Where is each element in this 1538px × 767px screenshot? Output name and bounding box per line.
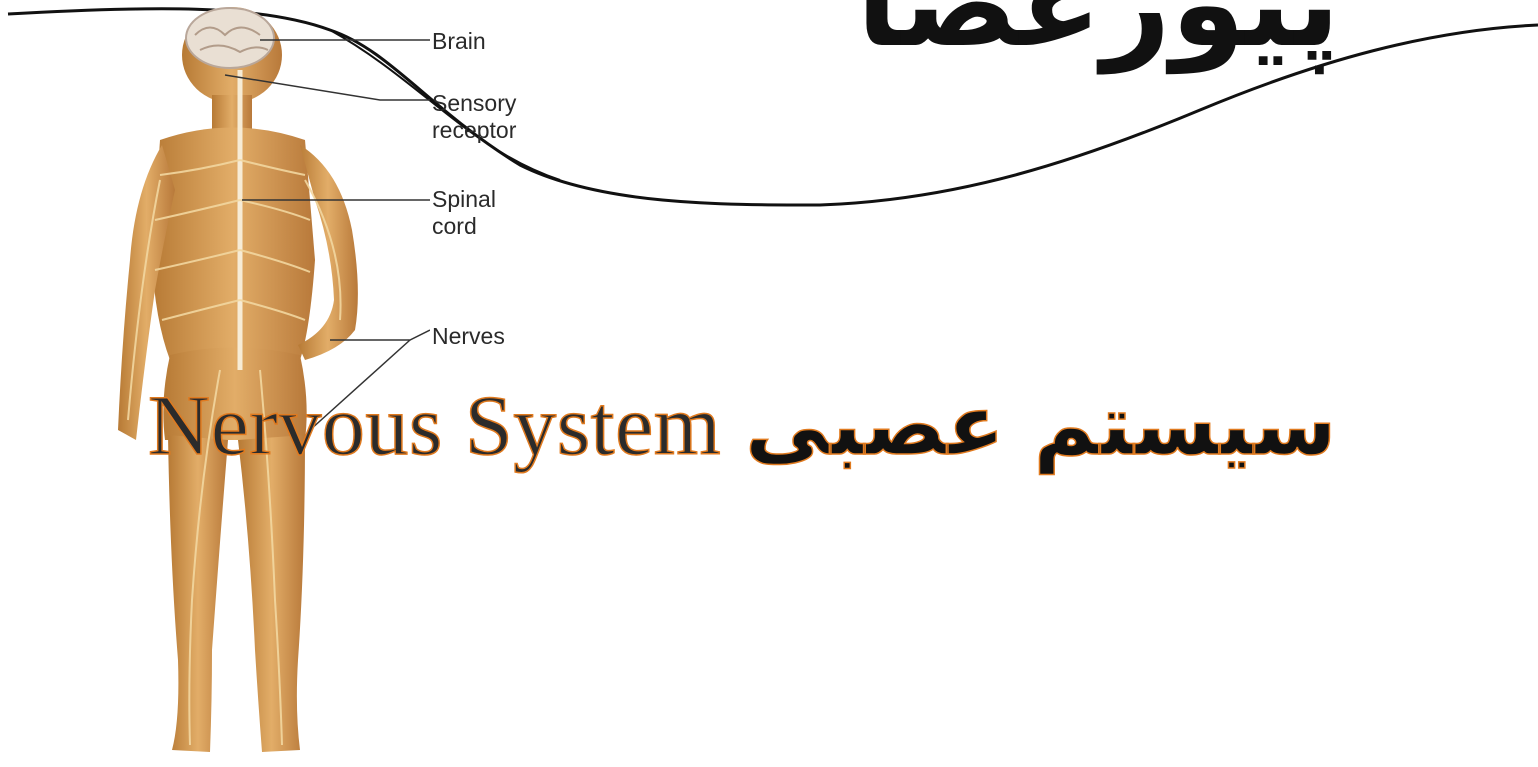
label-sensory-receptor: Sensory receptor <box>432 90 582 144</box>
title-english: Nervous System <box>148 375 721 475</box>
brain-shape <box>186 8 274 68</box>
title-persian: سیستم عصبی <box>745 375 1336 475</box>
top-script-text: پیوزعصا <box>560 0 1340 80</box>
label-brain: Brain <box>432 28 486 55</box>
label-nerves: Nerves <box>432 323 505 350</box>
label-spinal-cord: Spinal cord <box>432 186 582 240</box>
slide-title: Nervous System سیستم عصبی <box>148 355 1368 495</box>
